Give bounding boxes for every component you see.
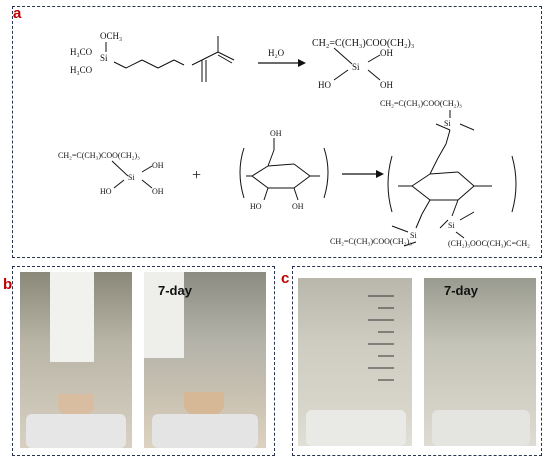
vial-photo-initial-grafted — [298, 278, 412, 446]
methacrylate-chain-label: CH₂=C(CH₃)COO(CH₂)₃ — [380, 99, 462, 108]
hydroxyl-label: OH — [270, 129, 282, 138]
label-paper — [50, 272, 94, 362]
reaction-arrow-icon — [258, 59, 306, 67]
reaction-arrow-icon — [342, 170, 384, 178]
vial-base — [152, 414, 258, 448]
panel-b — [12, 266, 275, 456]
hydroxyl-label: OH — [152, 161, 164, 170]
vial-photo-initial — [20, 272, 132, 448]
silicon-atom-label: Si — [410, 231, 417, 240]
reagent-water: H₂O — [268, 48, 285, 58]
vial-base — [306, 410, 406, 446]
silicon-atom-label: Si — [100, 53, 108, 63]
hydroxyl-label: OH — [380, 80, 393, 90]
methacrylate-chain-label: CH₂=C(CH₃)COO(CH₂)₃ — [58, 151, 140, 160]
silicon-atom-label: Si — [352, 62, 360, 72]
silicon-atom-label: Si — [448, 221, 455, 230]
day-tag: 7-day — [158, 283, 192, 298]
hydroxyl-label: OH — [152, 187, 164, 196]
silicon-atom-label: Si — [128, 173, 135, 182]
methacrylate-chain-label: CH₂=C(CH₃)COO(CH₂)₃ — [330, 237, 412, 246]
methacrylate-chain-label: CH₂=C(CH₃)COO(CH₂)₃ — [312, 38, 414, 49]
graduation-marks — [368, 295, 394, 381]
day-tag: 7-day — [444, 283, 478, 298]
vial-photo-7-day — [144, 272, 266, 448]
hydroxyl-label: HO — [318, 80, 331, 90]
silicon-atom-label: Si — [444, 119, 451, 128]
panel-label-b: b — [3, 276, 13, 293]
vial-base — [26, 414, 126, 448]
panel-c — [292, 266, 542, 456]
och3-label: OCH₃ — [100, 31, 122, 41]
label-paper — [144, 272, 184, 358]
plus-sign-icon: + — [192, 167, 201, 184]
methacrylate-chain-label: (CH₂)₃OOC(CH₃)C=CH₂ — [448, 239, 530, 248]
hydroxyl-label: HO — [100, 187, 112, 196]
panel-label-c: c — [281, 270, 290, 287]
h3co-label: H₃CO — [70, 47, 93, 57]
hydroxyl-label: OH — [380, 48, 393, 58]
hydroxyl-label: OH — [292, 202, 304, 211]
reaction-scheme: OCH₃ Si H₃CO H₃CO H₂O CH₂=C(CH₃)COO(CH₂)… — [58, 31, 530, 248]
panel-a — [12, 6, 542, 258]
vial-photo-7-day-grafted — [424, 278, 536, 446]
panel-label-a: a — [13, 5, 22, 22]
h3co-label: H₃CO — [70, 65, 93, 75]
sediment-cone — [184, 392, 224, 418]
hydroxyl-label: HO — [250, 202, 262, 211]
vial-base — [432, 410, 530, 446]
